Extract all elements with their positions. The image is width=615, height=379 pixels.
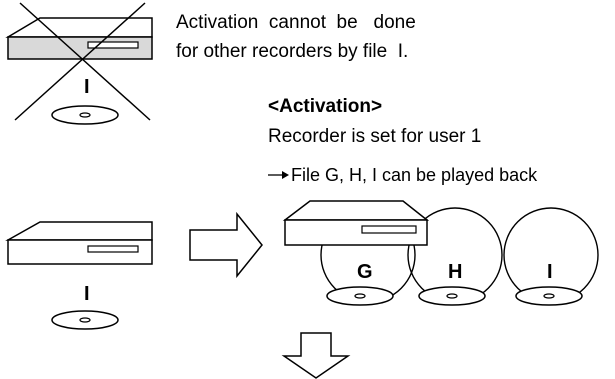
file-label-i: I <box>547 261 553 283</box>
disc-icon <box>515 286 583 306</box>
activation-title: <Activation> <box>268 96 382 117</box>
activation-line-1: Recorder is set for user 1 <box>268 126 481 147</box>
recorder-icon <box>5 221 153 265</box>
small-arrow-icon <box>268 171 289 179</box>
top-disc-label: I <box>84 76 90 98</box>
recorder-icon <box>5 17 153 60</box>
activation-line-2: File G, H, I can be played back <box>291 165 538 185</box>
activated-group: G H I <box>282 200 599 306</box>
disc-icon <box>51 310 119 330</box>
note-line-2: for other recorders by file I. <box>176 41 408 62</box>
recorder-icon <box>282 200 430 246</box>
disc-icon <box>326 286 394 306</box>
file-label-g: G <box>357 261 373 283</box>
arrow-right-icon <box>189 211 263 279</box>
arrow-down-icon <box>281 332 351 379</box>
disc-icon <box>418 286 486 306</box>
left-disc-label: I <box>84 283 90 305</box>
recorder-group-left: I <box>5 221 153 330</box>
cross-icon <box>14 2 151 121</box>
disc-icon <box>51 105 119 125</box>
disabled-recorder-group: I <box>5 2 153 125</box>
file-label-h: H <box>448 261 462 283</box>
note-line-1: Activation cannot be done <box>176 12 416 33</box>
